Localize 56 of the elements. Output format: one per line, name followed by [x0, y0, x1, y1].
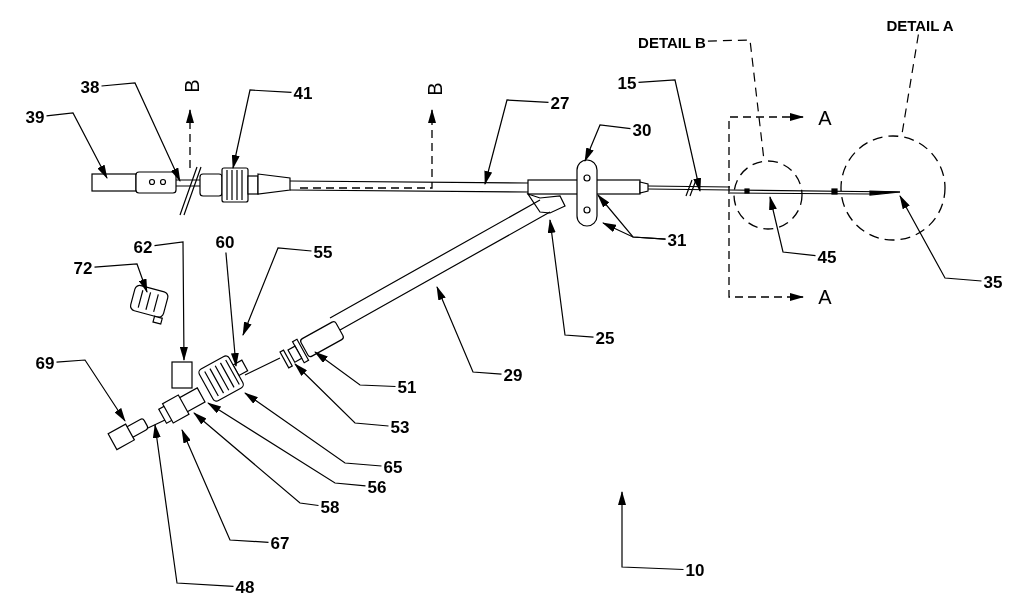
- leader-line: [207, 402, 367, 487]
- callout-number: 10: [685, 561, 705, 579]
- callout-number: 41: [293, 84, 313, 102]
- leader-line: [231, 89, 293, 169]
- leader-line: [193, 412, 320, 507]
- leader-line: [584, 124, 632, 162]
- leader-line: [152, 424, 235, 587]
- detail-label: DETAIL B: [638, 34, 706, 50]
- leader-line: [618, 491, 685, 571]
- callout-number: 72: [73, 259, 93, 277]
- callout-number: 51: [397, 378, 417, 396]
- callout-number: 29: [503, 366, 523, 384]
- callout-number: 58: [320, 498, 340, 516]
- callout-number: 56: [367, 478, 387, 496]
- callout-number: 30: [632, 121, 652, 139]
- section-letter: B: [182, 79, 202, 93]
- callout-number: 35: [983, 273, 1003, 291]
- detail-label: DETAIL A: [886, 17, 954, 33]
- section-letter: A: [818, 108, 832, 128]
- leader-line: [55, 359, 126, 422]
- leader-line: [637, 79, 702, 192]
- leader-line: [314, 351, 397, 388]
- callout-number: 27: [550, 94, 570, 112]
- callout-number: 15: [617, 74, 637, 92]
- callout-number: 60: [215, 233, 235, 251]
- callout-number: 31: [667, 231, 687, 249]
- callout-number: 55: [313, 243, 333, 261]
- section-letter: B: [425, 82, 445, 96]
- callout-number: 53: [390, 418, 410, 436]
- callout-number: 67: [270, 534, 290, 552]
- leader-line: [225, 251, 239, 367]
- callout-number: 45: [817, 248, 837, 266]
- callout-number: 69: [35, 354, 55, 372]
- leader-line: [93, 263, 148, 293]
- leader-line: [899, 195, 983, 282]
- leader-line: [242, 247, 313, 336]
- detail-circle: [840, 135, 946, 241]
- callout-number: 62: [133, 238, 153, 256]
- callout-number: 65: [383, 458, 403, 476]
- callout-number: 39: [25, 108, 45, 126]
- leader-line: [769, 196, 817, 257]
- section-letter: A: [818, 287, 832, 307]
- leader-line: [45, 112, 108, 179]
- leader-line: [244, 392, 383, 467]
- leader-line: [100, 82, 181, 182]
- leader-line: [153, 241, 188, 361]
- leader-line: [484, 99, 550, 185]
- callout-number: 48: [235, 578, 255, 596]
- leader-line: [547, 219, 595, 338]
- leader-line: [294, 363, 390, 427]
- callout-number: 38: [80, 78, 100, 96]
- leader-line: [181, 429, 270, 543]
- leader-line: [602, 222, 667, 240]
- callout-number: 25: [595, 329, 615, 347]
- leader-line: [436, 286, 503, 375]
- detail-circle: [733, 160, 803, 230]
